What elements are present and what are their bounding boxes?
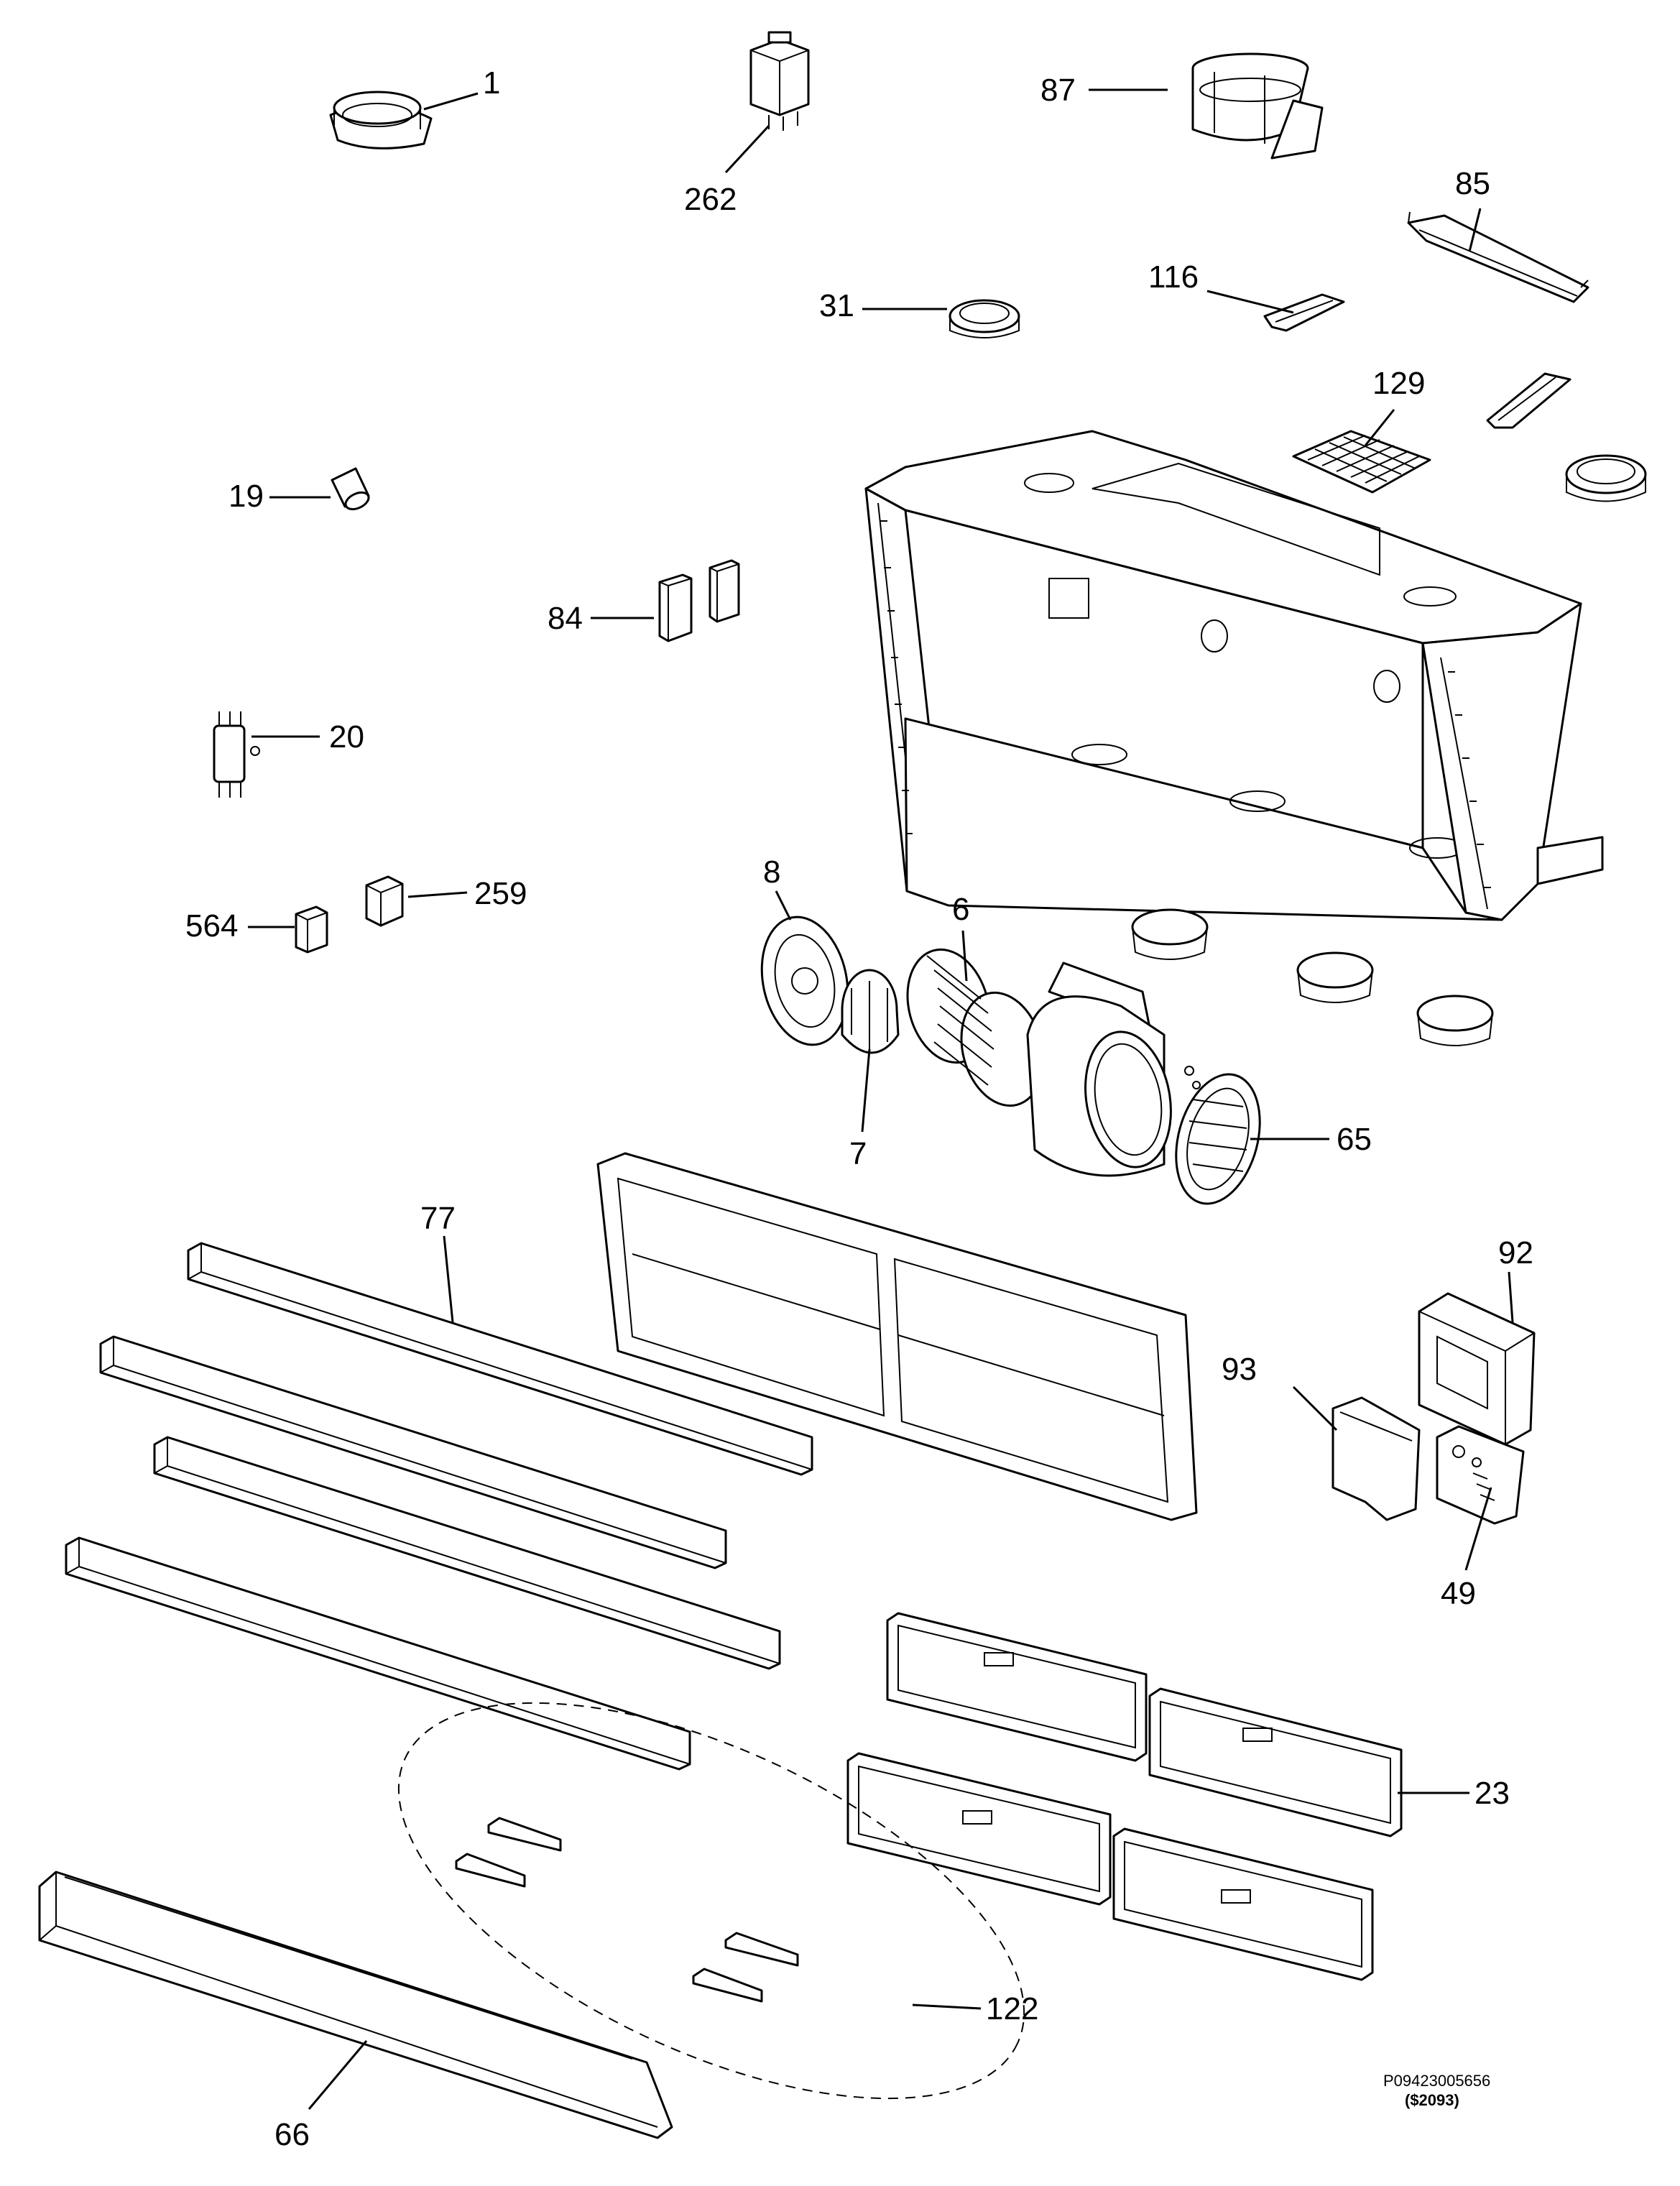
callout-6: 6 bbox=[952, 892, 969, 927]
part-loose-collars bbox=[1131, 908, 1494, 1046]
callout-262: 262 bbox=[684, 182, 737, 217]
part-light-ring bbox=[329, 91, 433, 149]
part-grille bbox=[1292, 430, 1431, 494]
leader-lines bbox=[248, 88, 1514, 2110]
part-hood-housing bbox=[864, 430, 1604, 921]
callout-65: 65 bbox=[1337, 1122, 1372, 1157]
drawing-footer: P09423005656 ($2093) bbox=[1383, 2072, 1490, 2109]
part-trim-strips bbox=[65, 1242, 813, 1771]
part-inlet-guard bbox=[1175, 1066, 1261, 1205]
part-switch-modules bbox=[658, 559, 740, 642]
callout-19: 19 bbox=[229, 479, 264, 514]
callout-31: 31 bbox=[819, 288, 854, 323]
part-collar-ring bbox=[949, 299, 1020, 338]
callout-85: 85 bbox=[1455, 166, 1490, 201]
part-duct-collar bbox=[1191, 52, 1324, 160]
part-bracket-twin bbox=[1486, 372, 1571, 429]
callout-labels: 1 262 87 85 116 31 129 19 84 20 259 564 … bbox=[185, 65, 1533, 2152]
part-small-box bbox=[365, 875, 404, 927]
part-hinge-group bbox=[397, 1702, 1025, 2100]
callout-92: 92 bbox=[1498, 1235, 1533, 1270]
callout-84: 84 bbox=[548, 601, 583, 636]
callout-1: 1 bbox=[483, 65, 500, 101]
callout-23: 23 bbox=[1474, 1776, 1510, 1811]
drawing-code: P09423005656 bbox=[1383, 2072, 1490, 2090]
part-ring-right bbox=[1565, 454, 1647, 502]
callout-93: 93 bbox=[1222, 1352, 1257, 1387]
drawing-price: ($2093) bbox=[1405, 2091, 1459, 2109]
part-central-frame bbox=[596, 1152, 1198, 1521]
part-relay bbox=[749, 31, 810, 131]
part-small-bracket bbox=[1263, 293, 1345, 332]
callout-122: 122 bbox=[986, 1991, 1038, 2026]
part-capacitor bbox=[331, 467, 370, 511]
part-small-module bbox=[295, 905, 328, 954]
callout-259: 259 bbox=[474, 876, 527, 911]
part-front-panel bbox=[38, 1871, 673, 2139]
part-circuit-board bbox=[1436, 1425, 1525, 1525]
part-grease-filters bbox=[846, 1612, 1403, 1981]
part-motor bbox=[841, 969, 900, 1054]
callout-129: 129 bbox=[1372, 366, 1425, 401]
callout-77: 77 bbox=[420, 1201, 456, 1236]
callout-8: 8 bbox=[763, 854, 780, 890]
part-cover-plate bbox=[1331, 1396, 1421, 1521]
callout-116: 116 bbox=[1148, 259, 1199, 295]
part-motor-plate bbox=[760, 916, 849, 1046]
part-blower-housing bbox=[1026, 961, 1172, 1177]
callout-20: 20 bbox=[329, 719, 364, 755]
part-control-box bbox=[1418, 1292, 1536, 1446]
part-capacitor-leads bbox=[213, 711, 260, 798]
part-long-bracket bbox=[1407, 211, 1589, 303]
callout-66: 66 bbox=[274, 2117, 310, 2152]
callout-49: 49 bbox=[1441, 1576, 1476, 1611]
callout-87: 87 bbox=[1040, 73, 1076, 108]
part-blower-wheel bbox=[906, 948, 1045, 1107]
callout-7: 7 bbox=[849, 1136, 867, 1171]
callout-564: 564 bbox=[185, 908, 238, 944]
